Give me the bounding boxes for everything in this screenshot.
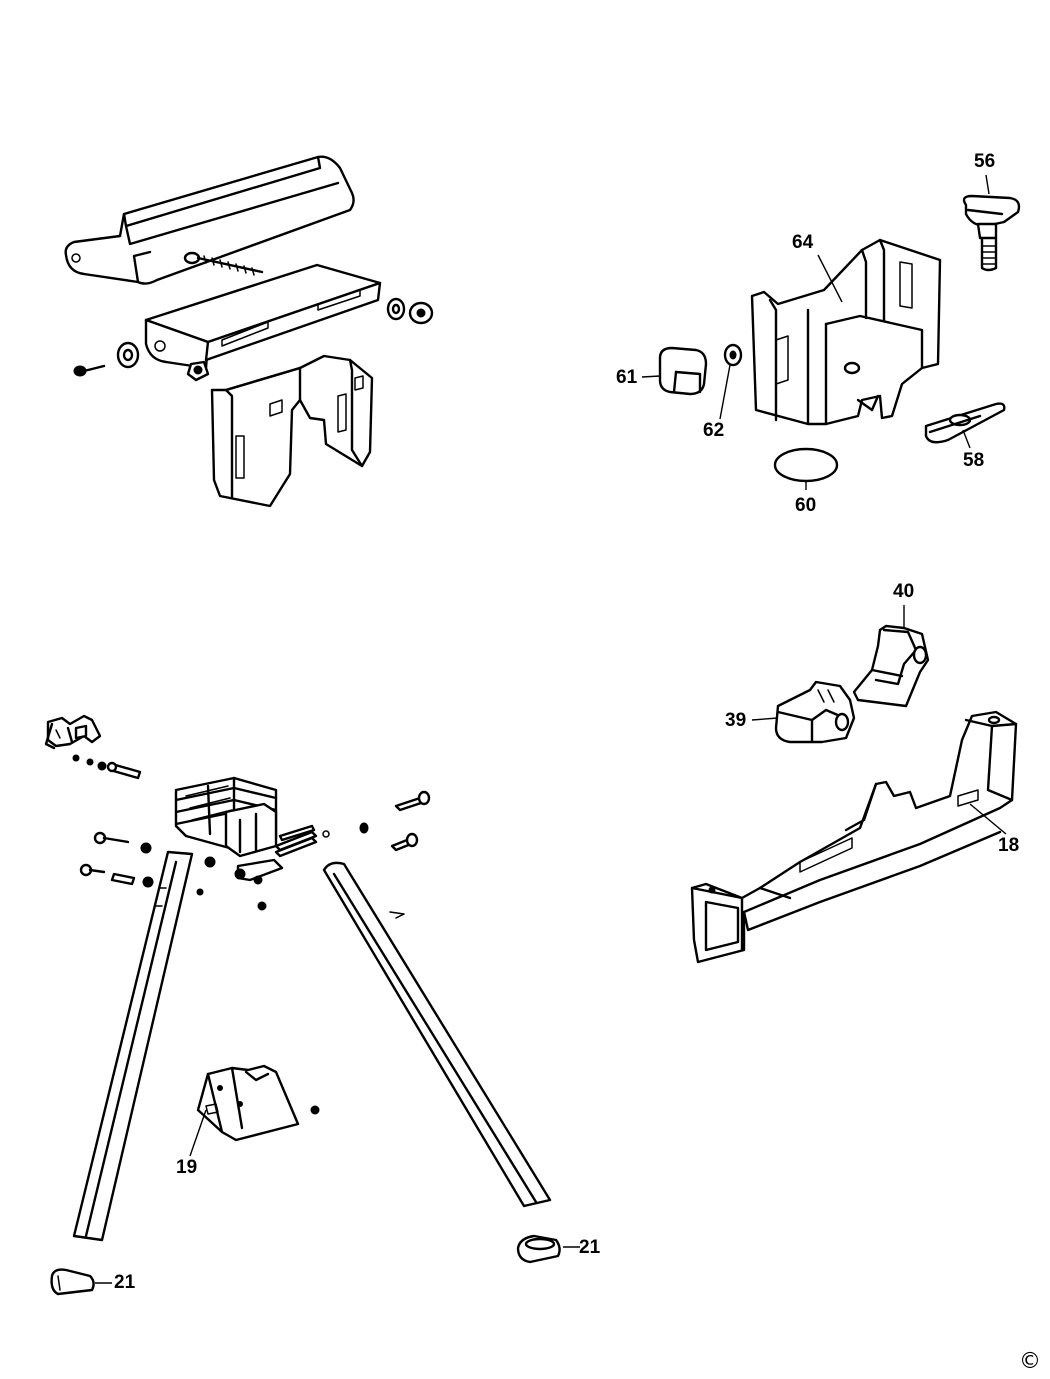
callout-39: 39 <box>725 710 747 731</box>
callout-40: 40 <box>893 581 915 602</box>
clip-58 <box>924 402 1006 444</box>
foot-cap-left <box>50 1268 95 1296</box>
callout-60: 60 <box>795 495 817 516</box>
callout-19: 19 <box>176 1157 198 1178</box>
foot-cap-right <box>516 1234 561 1264</box>
callout-58: 58 <box>963 450 985 471</box>
clamp-arm-part <box>64 155 355 285</box>
ring-60 <box>773 447 839 483</box>
callout-21-left: 21 <box>114 1272 136 1293</box>
knob-61 <box>658 346 708 396</box>
middle-right-assembly <box>690 624 1018 964</box>
latch-plate-40 <box>852 624 930 708</box>
callout-21-right: 21 <box>579 1237 601 1258</box>
left-leg-part <box>72 850 194 1242</box>
callout-62: 62 <box>703 420 725 441</box>
washer-62 <box>723 343 743 367</box>
small-hardware-row <box>72 754 142 780</box>
top-left-assembly <box>64 155 434 508</box>
right-leg-part <box>322 861 552 1208</box>
callout-56: 56 <box>974 151 996 172</box>
long-bolt-part <box>183 251 264 276</box>
copyright-mark: © <box>1019 1349 1041 1374</box>
thumb-screw-56 <box>962 194 1021 272</box>
callout-61: 61 <box>616 367 638 388</box>
lever-39 <box>774 680 856 744</box>
cradle-bracket-part <box>750 238 942 426</box>
bracket-19 <box>196 1064 320 1142</box>
leg-hub-part <box>174 776 278 858</box>
hardware-small-parts <box>73 297 434 382</box>
callout-64: 64 <box>792 232 814 253</box>
top-right-assembly <box>658 194 1021 483</box>
u-bracket-part <box>210 354 374 508</box>
flat-bar-part <box>144 263 382 370</box>
bottom-left-assembly <box>44 714 561 1296</box>
small-clamp-part <box>44 714 102 750</box>
leader-lines <box>95 174 1007 1284</box>
callout-18: 18 <box>998 835 1020 856</box>
rail-18 <box>690 710 1018 964</box>
hub-fasteners <box>79 790 431 911</box>
